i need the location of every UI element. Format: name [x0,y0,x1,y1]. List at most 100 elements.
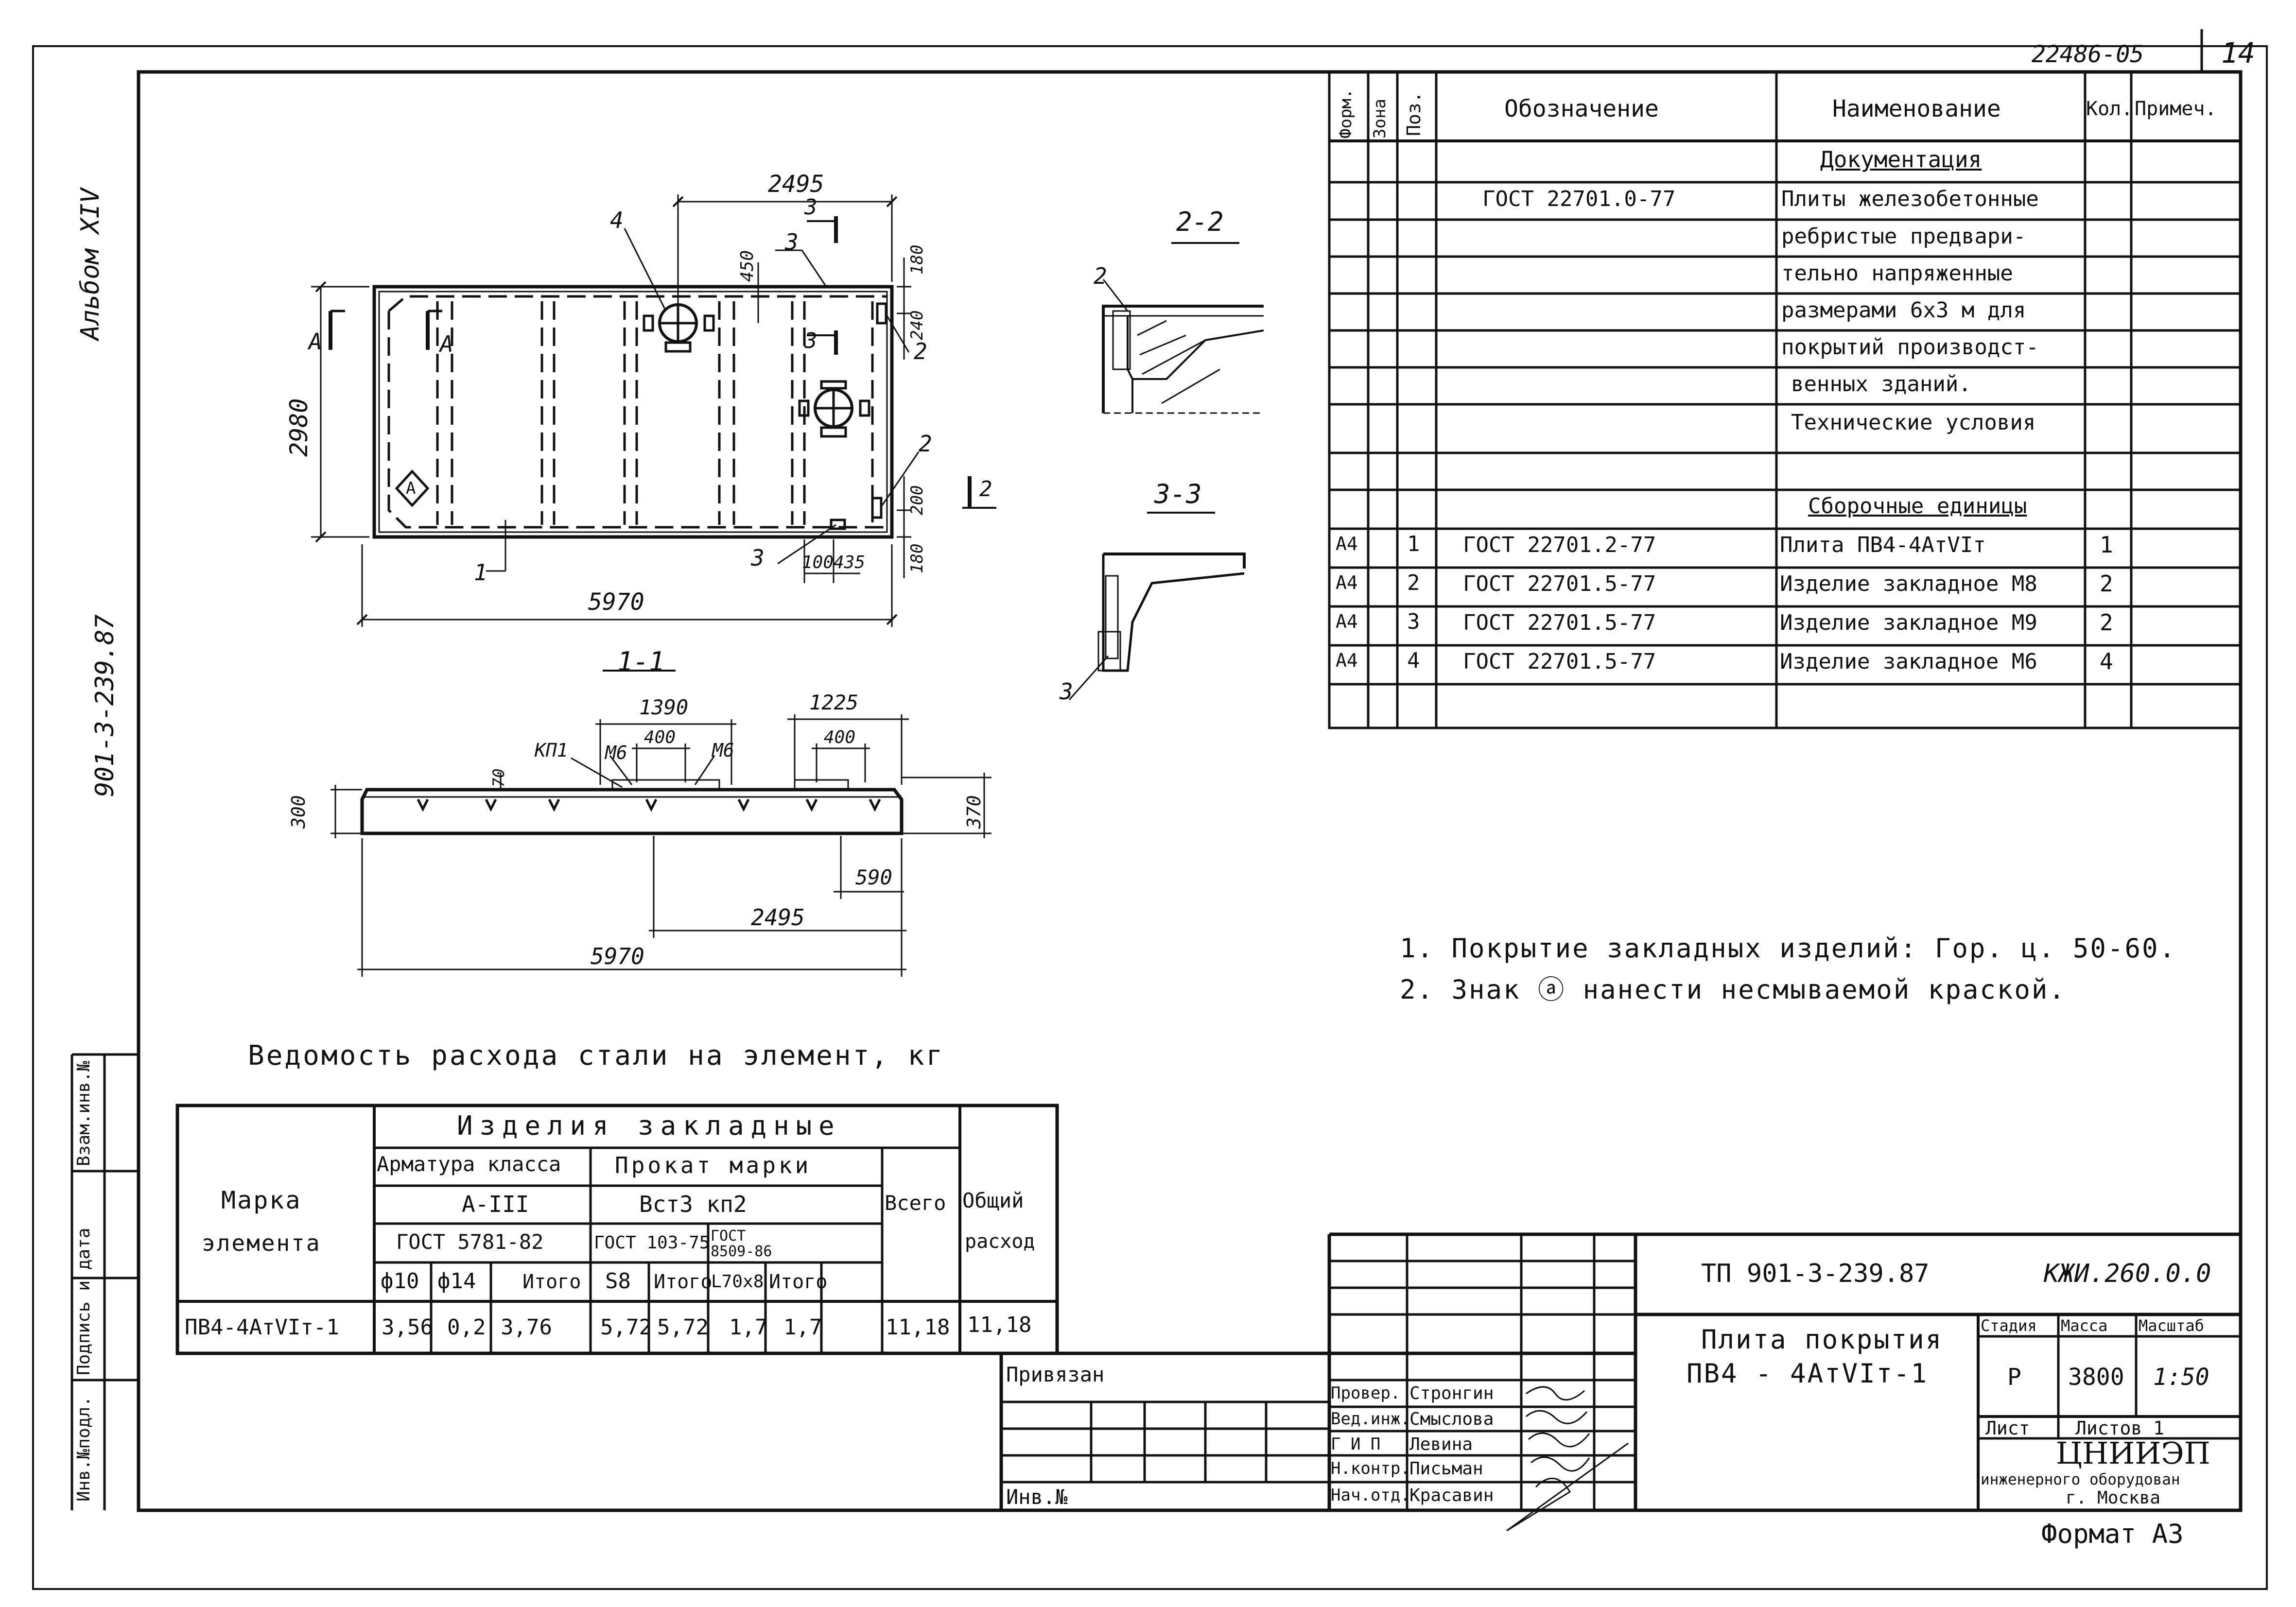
spec-row-name: Изделие закладное М9 [1780,610,2037,635]
title-inv-no: Инв.№ [1006,1485,1068,1509]
section-1-1-title: 1-1 [617,646,665,677]
title-sheet-label: Лист [1985,1417,2030,1439]
s11-label-kp1: КП1 [535,740,568,761]
title-role: Вед.инж. [1331,1409,1410,1429]
steel-h-mark-2: элемента [202,1230,321,1256]
plan-cut-a-right: А [440,331,453,357]
steel-val-l70x8: 1,7 [729,1315,768,1340]
spec-row-pos: 3 [1407,609,1420,634]
plan-cut-a-left: А [309,328,322,355]
spec-row-name: Изделие закладное М8 [1780,571,2037,596]
spec-header-format: Форм. [1336,88,1356,138]
spec-row-format: А4 [1336,533,1358,554]
title-role: Г И П [1331,1434,1381,1454]
spec-header-qty: Кол. [2086,98,2133,120]
title-person: Стронгин [1409,1383,1494,1403]
title-mass-value: 3800 [2068,1364,2124,1391]
s11-dim-590: 590 [855,865,892,889]
title-person: Красавин [1409,1486,1494,1505]
spec-row-designation: ГОСТ 22701.2-77 [1463,533,1656,557]
plan-dim-top: 2495 [768,171,824,198]
section-2-2-title: 2-2 [1176,207,1224,237]
steel-h-overall-1: Общий [962,1189,1024,1212]
spec-doc-designation: ГОСТ 22701.0-77 [1482,187,1676,211]
plan-dim-200: 200 [907,485,927,515]
stamp-signature-date: Подпись и дата [74,1227,94,1375]
steel-col-total-1: Итого [522,1271,581,1293]
spec-doc-name-line: венных зданий. [1791,372,1971,397]
sheet-format: Формат А3 [2041,1519,2184,1549]
steel-h-rebar-gost: ГОСТ 5781-82 [396,1230,544,1254]
steel-h-rolled-grade: Вст3 кп2 [639,1191,747,1217]
sheet-number: 14 [2221,36,2255,69]
plan-cut-3-bottom: 3 [804,328,818,353]
s11-dim-300: 300 [288,795,309,829]
title-privyazan: Привязан [1006,1363,1105,1386]
spec-row-qty: 2 [2100,609,2113,636]
spec-header-zone: Зона [1370,99,1390,138]
s11-label-m6-b: М6 [712,740,734,761]
plan-dim-435: 435 [834,553,866,572]
title-project-number: ТП 901-3-239.87 [1701,1259,1930,1288]
steel-val-f10: 3,56 [382,1315,433,1340]
s11-dim-400-b: 400 [824,727,856,747]
callout-2-top: 2 [914,338,927,364]
callout-1: 1 [474,559,487,586]
callout-2-bottom: 2 [919,431,932,457]
spec-row-qty: 1 [2100,532,2113,558]
steel-h-rebar-class: А-III [462,1191,529,1217]
steel-h-total: Всего [885,1191,946,1215]
section-2-2-callout: 2 [1094,263,1107,289]
album-label: Альбом XIV [76,188,105,340]
steel-val-s8: 5,72 [600,1315,652,1340]
spec-section-assembly: Сборочные единицы [1808,494,2027,518]
title-scale-value: 1:50 [2153,1364,2209,1391]
plan-dim-100: 100 [802,553,834,572]
steel-val-f14: 0,2 [447,1315,486,1340]
spec-row-qty: 2 [2100,570,2113,597]
title-person: Левина [1409,1434,1473,1454]
title-drawing-code: КЖИ.260.0.0 [2044,1259,2211,1288]
title-org-name: ЦНИИЭП [2056,1435,2210,1471]
steel-col-f14: ф14 [437,1269,476,1294]
plan-dim-height: 2980 [285,398,313,457]
title-scale-label: Масштаб [2139,1316,2204,1335]
title-mass-label: Масса [2061,1316,2108,1335]
title-org-line-2: инженерного оборудован [1981,1471,2180,1488]
note-1: 1. Покрытие закладных изделий: Гор. ц. 5… [1400,933,2176,964]
section-3-3-callout: 3 [1060,678,1073,705]
callout-3-bottom: 3 [751,545,765,571]
steel-h-rolled-gost-1: ГОСТ 103-75 [594,1233,710,1253]
spec-row-designation: ГОСТ 22701.5-77 [1463,571,1656,596]
callout-4: 4 [610,207,624,233]
s11-dim-1390: 1390 [639,695,689,719]
spec-row-designation: ГОСТ 22701.5-77 [1463,649,1656,674]
title-item-name-2: ПВ4 - 4АтVIт-1 [1687,1358,1929,1389]
spec-row-pos: 1 [1407,532,1420,556]
plan-dim-180-bottom: 180 [907,543,927,573]
steel-h-rolled: Прокат марки [615,1152,812,1178]
s11-dim-5970: 5970 [591,943,644,969]
plan-cut-3-top: 3 [804,195,818,220]
spec-row-format: А4 [1336,572,1358,593]
title-org-city: г. Москва [2066,1488,2161,1508]
note-2: 2. Знак ⓐ нанести несмываемой краской. [1400,974,2066,1005]
spec-row-format: А4 [1336,650,1358,671]
spec-doc-name-line: Технические условия [1791,410,2036,435]
steel-val-total-1: 3,76 [501,1315,552,1340]
stamp-inv-podl: Инв.№подл. [74,1396,94,1502]
spec-header-designation: Обозначение [1504,95,1659,122]
spec-doc-name-line: размерами 6х3 м для [1781,298,2026,323]
spec-row-qty: 4 [2100,648,2113,674]
title-item-name-1: Плита покрытия [1701,1324,1943,1355]
s11-dim-70: 70 [489,768,508,787]
spec-row-pos: 4 [1407,648,1420,673]
steel-col-l70x8: L70х8 [711,1272,764,1292]
mark-a-symbol: А [406,479,416,498]
spec-doc-name-line: тельно напряженные [1781,261,2013,286]
spec-row-pos: 2 [1407,570,1420,595]
title-stage-value: Р [2007,1364,2021,1391]
steel-col-s8: S8 [605,1269,631,1294]
plan-dim-450: 450 [737,250,757,282]
